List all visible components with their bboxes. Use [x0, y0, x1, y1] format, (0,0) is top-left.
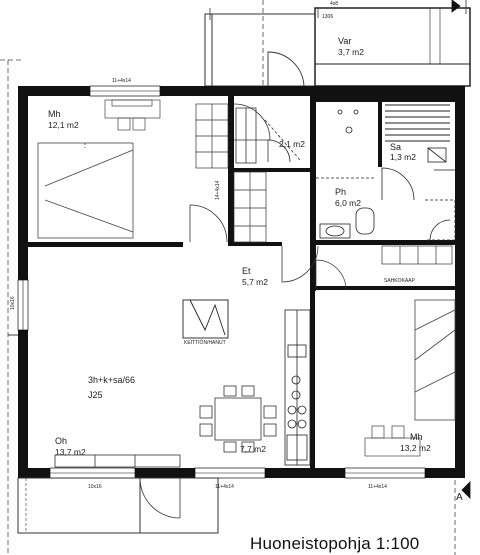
section-marker-arrows — [8, 0, 471, 499]
shower-fixtures — [337, 109, 456, 201]
top-ticks — [209, 0, 467, 20]
room-area-et: 5,7 m2 — [242, 277, 268, 287]
note-window-top: 11+4x14 — [112, 78, 131, 84]
sofa — [54, 454, 181, 468]
room-label-et: Et — [242, 266, 251, 276]
room-label-var: Var — [338, 36, 351, 46]
plan-title: Huoneistopohja 1:100 — [250, 534, 420, 553]
entrance-porch — [17, 477, 219, 534]
note-top-right: 4x8 — [330, 1, 338, 7]
dining-table — [199, 385, 277, 453]
small-storage — [235, 107, 301, 164]
terrace-top — [204, 13, 316, 87]
sauna-stove — [427, 147, 447, 163]
bed-bedroom-1 — [37, 142, 134, 239]
room-label-mh2: Mh — [410, 432, 423, 442]
desk-bedroom-2 — [364, 425, 421, 457]
room-label-ph: Ph — [335, 187, 346, 197]
room-area-sa: 1,3 m2 — [390, 152, 416, 162]
note-top-edge: 1306 — [322, 14, 333, 20]
outer-boundary-lines — [0, 0, 456, 555]
windows — [17, 85, 426, 479]
room-area-var: 3,7 m2 — [338, 47, 364, 57]
room-area-mh2: 13,2 m2 — [400, 443, 431, 453]
room-label-sa: Sa — [390, 142, 401, 152]
room-area-mh1: 12,1 m2 — [48, 120, 79, 130]
apartment-type: 3h+k+sa/66 — [88, 375, 135, 385]
section-marker: A — [456, 492, 463, 503]
room-area-ph: 6,0 m2 — [335, 198, 361, 208]
door-bedroom-1 — [189, 103, 271, 243]
window-lines — [22, 90, 425, 474]
note-kitchen-floor: KEITTIÖN/HANUT — [184, 339, 226, 346]
note-window-left: 10x16 — [10, 296, 16, 310]
note-window-bottom-3: 11+4x14 — [368, 484, 387, 490]
apartment-number: J25 — [88, 390, 103, 400]
bathroom-fixtures — [316, 177, 456, 241]
note-window-bottom-2: 11+4x14 — [215, 484, 234, 490]
closet-wardrobe-2 — [233, 171, 267, 243]
stairs — [385, 104, 450, 142]
bed-bedroom-2 — [414, 299, 456, 421]
note-kitchen-floor-right: SAHKOKAAP — [384, 278, 416, 284]
room-label-mh1: Mh — [48, 109, 61, 119]
note-window-bottom-1: 10x16 — [88, 484, 102, 490]
hall-door — [281, 245, 319, 283]
room-label-oh: Oh — [55, 436, 67, 446]
room-area-oh: 13,7 m2 — [55, 447, 86, 457]
room-area-closet: 2,1 m2 — [279, 139, 305, 149]
kitchen-counter — [284, 309, 311, 466]
desk-bedroom-1 — [104, 99, 161, 131]
room-area-kitchen: 7,7 m2 — [240, 444, 266, 454]
note-side: 14+4x14 — [215, 180, 221, 200]
entry-step — [182, 299, 229, 339]
interior-walls — [28, 96, 455, 468]
closet-wardrobe-1 — [195, 103, 229, 169]
kitchen-cabinets-right — [315, 245, 453, 291]
